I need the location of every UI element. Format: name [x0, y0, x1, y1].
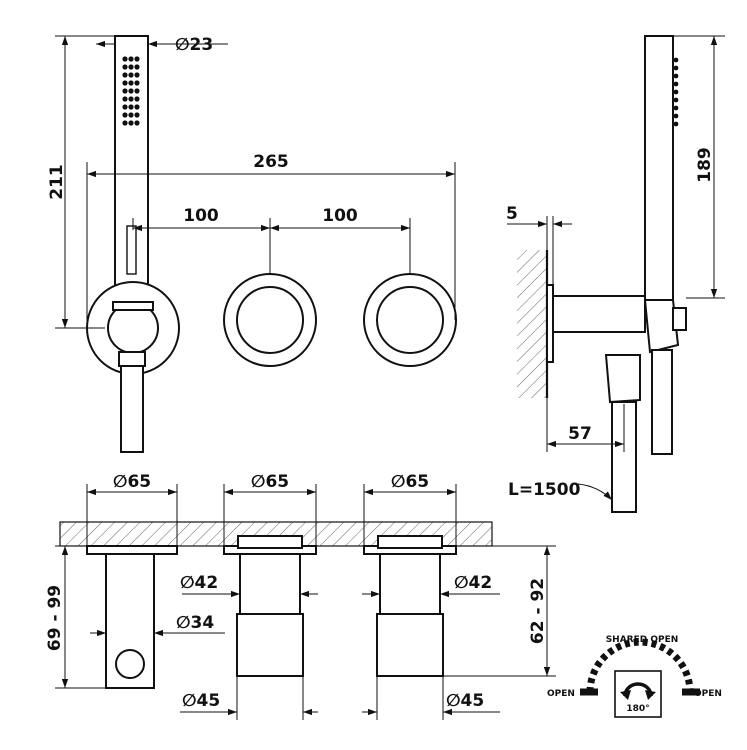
- operation-legend: SHARED OPEN OPEN OPEN 180°: [547, 635, 722, 718]
- dim-overall-width: 265: [253, 152, 289, 172]
- section-view: ∅65 ∅65 ∅65 ∅42 ∅42 ∅34 69 - 99 62 - 92: [45, 472, 556, 720]
- dim-rosette-1: ∅65: [113, 472, 151, 492]
- section-cartridge-2: [376, 613, 444, 677]
- handshower-grip-slot: [126, 225, 137, 275]
- dim-handshower-diameter: ∅23: [175, 35, 213, 55]
- dim-holder-diameter: ∅34: [176, 613, 214, 633]
- legend-open-right: OPEN: [694, 689, 722, 699]
- holder-clip: [112, 301, 154, 311]
- legend-open-left: OPEN: [547, 689, 575, 699]
- dim-depth-right: 62 - 92: [528, 578, 548, 644]
- legend-shared-open: SHARED OPEN: [606, 635, 679, 645]
- dim-hose-length: L=1500: [508, 480, 581, 500]
- side-clip: [672, 307, 687, 331]
- dim-depth-left: 69 - 99: [45, 585, 65, 651]
- dim-wall-offset: 5: [506, 204, 518, 224]
- control-knob-2: [376, 286, 444, 354]
- dim-rosette-2: ∅65: [251, 472, 289, 492]
- dim-cartridge-2: ∅45: [446, 691, 484, 711]
- side-hose-lower: [651, 349, 673, 455]
- shared-open-arc: [586, 638, 694, 693]
- section-cartridge-1: [236, 613, 304, 677]
- section-trim-1: [237, 535, 303, 549]
- dim-cartridge-1: ∅45: [182, 691, 220, 711]
- side-view: 5 189 57 L=1500: [506, 35, 725, 513]
- section-holder-rosette: [86, 545, 178, 555]
- dim-body-1-diameter: ∅42: [180, 573, 218, 593]
- handshower-nozzle-grid: [122, 56, 140, 126]
- section-trim-2: [377, 535, 443, 549]
- section-body-2: [379, 553, 441, 615]
- side-nozzle-row: [673, 57, 679, 127]
- rotation-arrowheads-icon: [620, 690, 656, 700]
- holder-neck: [118, 351, 146, 367]
- section-holder-ring: [115, 649, 145, 679]
- dim-spacing-2: 100: [322, 206, 358, 226]
- dim-rosette-3: ∅65: [391, 472, 429, 492]
- dim-body-2-diameter: ∅42: [454, 573, 492, 593]
- side-holder-arm: [552, 295, 646, 333]
- wall-hatch: [517, 250, 547, 398]
- dim-side-height: 189: [695, 147, 715, 183]
- legend-rotation: 180°: [626, 704, 649, 714]
- side-handshower-body: [644, 35, 674, 301]
- side-hose-connector: [604, 354, 641, 404]
- front-view: ∅23 211 265 100 100: [47, 35, 457, 453]
- dim-handshower-height: 211: [47, 164, 67, 200]
- shower-hose: [120, 365, 144, 453]
- dim-projection: 57: [568, 424, 592, 444]
- side-handshower-grip: [643, 299, 680, 354]
- control-knob-1: [236, 286, 304, 354]
- dim-spacing-1: 100: [183, 206, 219, 226]
- section-body-1: [239, 553, 301, 615]
